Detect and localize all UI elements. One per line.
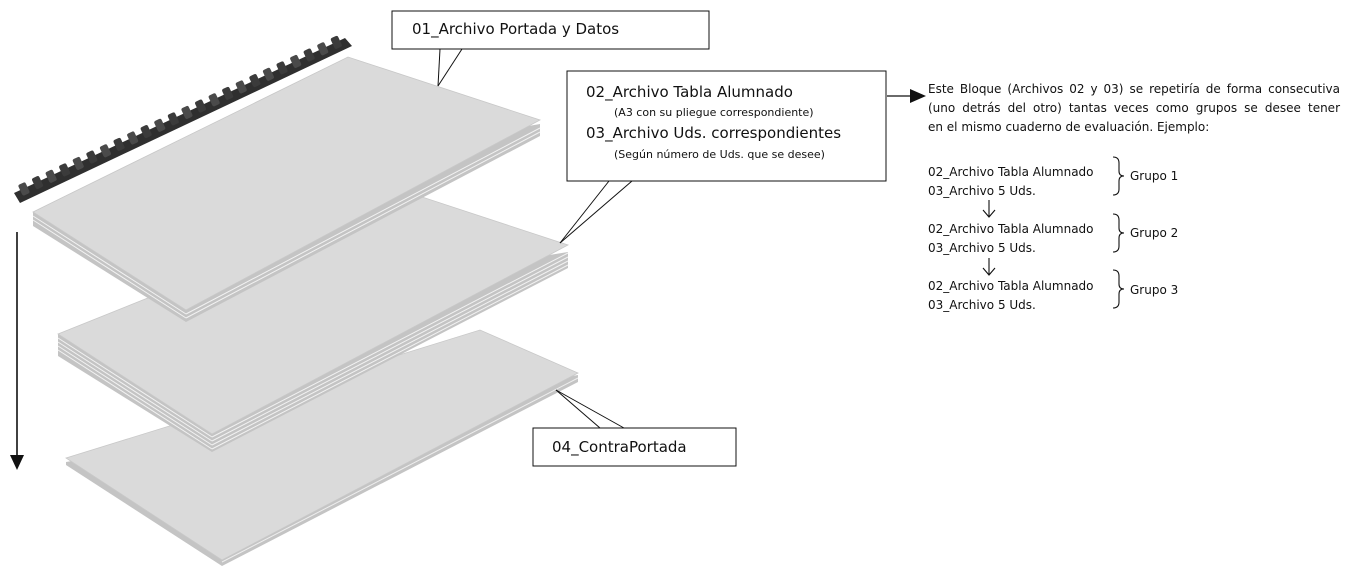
comb-tooth	[99, 144, 111, 158]
comb-tooth	[235, 80, 247, 94]
comb-tooth	[330, 35, 342, 49]
comb-tooth	[262, 67, 274, 81]
comb-tooth	[140, 125, 152, 139]
sheet-stack-bloque	[57, 192, 570, 452]
callout-bloque-line2: 03_Archivo Uds. correspondientes	[586, 124, 842, 142]
sheet-portada	[32, 56, 542, 322]
callout-bloque-line1: 02_Archivo Tabla Alumnado	[586, 83, 793, 101]
comb-tooth	[181, 106, 193, 119]
comb-binding-icon	[14, 35, 352, 203]
comb-tooth	[195, 99, 207, 113]
comb-tooth	[290, 55, 302, 68]
arrow-down-icon	[10, 232, 24, 470]
callout-portada-title: 01_Archivo Portada y Datos	[412, 20, 620, 38]
callout-portada	[391, 10, 710, 87]
comb-tooth	[86, 150, 98, 164]
comb-tooth	[59, 163, 71, 177]
note-line-1: Este Bloque (Archivos 02 y 03) se repeti…	[928, 82, 1340, 96]
repeat-block-note: Este Bloque (Archivos 02 y 03) se repeti…	[928, 80, 1340, 137]
arrow-right-icon	[887, 89, 926, 103]
comb-tooth	[317, 42, 329, 56]
comb-tooth	[208, 93, 220, 107]
note-line-2: (uno detrás del otro) tantas veces como …	[928, 101, 1340, 115]
group-1-file1: 02_Archivo Tabla Alumnado	[928, 165, 1094, 179]
callout-contraportada-title: 04_ContraPortada	[552, 438, 687, 456]
callout-bloque	[559, 70, 887, 244]
comb-tooth	[222, 86, 234, 100]
note-line-3: en el mismo cuaderno de evaluación. Ejem…	[928, 120, 1210, 134]
group-1-file2: 03_Archivo 5 Uds.	[928, 184, 1036, 198]
comb-tooth	[127, 131, 139, 145]
group-1-label: Grupo 1	[1130, 169, 1179, 183]
callout-contraportada	[532, 389, 737, 467]
comb-tooth	[18, 182, 30, 196]
comb-tooth	[249, 74, 261, 88]
comb-tooth	[32, 176, 44, 190]
brace-right-icon	[1112, 156, 1125, 309]
group-2-file2: 03_Archivo 5 Uds.	[928, 241, 1036, 255]
comb-tooth	[113, 137, 125, 151]
group-2-file1: 02_Archivo Tabla Alumnado	[928, 222, 1094, 236]
comb-tooth	[167, 112, 179, 126]
group-3-file2: 03_Archivo 5 Uds.	[928, 298, 1036, 312]
comb-tooth	[72, 157, 84, 170]
callout-bloque-line2-note: (Según número de Uds. que se desee)	[614, 148, 825, 161]
group-3-file1: 02_Archivo Tabla Alumnado	[928, 279, 1094, 293]
comb-tooth	[45, 169, 57, 183]
group-2-label: Grupo 2	[1130, 226, 1179, 240]
comb-tooth	[303, 48, 315, 62]
group-sequence-arrow-icon	[982, 200, 996, 276]
callout-bloque-line1-note: (A3 con su pliegue correspondiente)	[614, 106, 814, 119]
comb-tooth	[154, 118, 166, 132]
comb-tooth	[276, 61, 288, 75]
group-3-label: Grupo 3	[1130, 283, 1179, 297]
